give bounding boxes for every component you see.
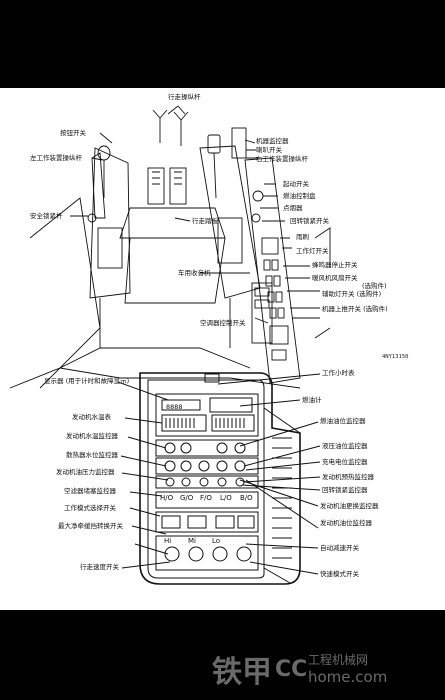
cab-diagram: [9, 105, 331, 389]
label-safety-lock: 安全锁紧杆: [30, 212, 63, 220]
figure-code: 4NY13150: [382, 354, 409, 360]
label-heater-fan-opt: (选购件): [362, 282, 387, 290]
mode-button-3: F/O: [200, 494, 212, 502]
label-left-lever: 左工作装置操纵杆: [30, 154, 82, 162]
label-ac-panel: 空调器控制开关: [200, 319, 246, 327]
speed-button-mi: Mi: [188, 537, 196, 545]
label-preheat-monitor: 发动机预热监控器: [322, 473, 374, 481]
label-auto-decel: 自动减速开关: [320, 544, 359, 552]
bottom-watermark-graphic: 铁甲 CC 工程机械网 home.com: [212, 652, 387, 690]
label-oil-change-monitor: 发动机油更换监控器: [320, 502, 379, 510]
monitor-panel-diagram: 8888: [117, 372, 321, 585]
label-cigar-lighter: 点烟器: [283, 204, 303, 212]
mode-button-4: L/O: [220, 494, 232, 502]
label-heater-fan: 暖风机风扇开关: [312, 274, 358, 282]
label-work-light: 工作灯开关: [296, 247, 329, 255]
label-start-switch: 起动开关: [283, 180, 309, 188]
label-hour-meter: 工作小时表: [322, 369, 355, 377]
label-radio: 车用收音机: [178, 269, 211, 277]
label-right-lever: 右工作装置操纵杆: [256, 155, 308, 163]
label-swing-lock: 回转锁紧开关: [290, 217, 329, 225]
label-fuel-level-monitor: 燃油油位监控器: [320, 417, 366, 425]
label-horn-button: 按钮开关: [60, 129, 86, 137]
label-charge-monitor: 充电电位监控器: [322, 458, 368, 466]
label-radiator-monitor: 散热器水位监控器: [66, 451, 118, 459]
label-travel-lever: 行走操纵杆: [168, 93, 201, 101]
document-page: 行走操纵杆 按钮开关 左工作装置操纵杆 安全锁紧杆 机器监控器 喇叭开关 右工作…: [0, 88, 445, 610]
label-wiper: 雨刷: [296, 233, 309, 241]
bottom-watermark-site-en: home.com: [308, 668, 387, 686]
label-oil-level-monitor: 发动机油位监控器: [320, 519, 372, 527]
label-aux-light: 辅助灯开关 (选购件): [322, 290, 382, 298]
mode-button-5: B/O: [240, 494, 253, 502]
display-digits: 8888: [166, 403, 183, 411]
bottom-watermark-brand: 铁甲: [212, 655, 272, 690]
label-mode-switch: 工作模式选择开关: [64, 504, 116, 512]
speed-button-hi: Hi: [164, 537, 172, 545]
label-fuel-dial: 燃油控制盘: [283, 192, 316, 200]
speed-button-lo: Lo: [212, 537, 221, 545]
label-travel-speed: 行走速度开关: [80, 563, 119, 571]
label-display: 显示器 (用于计时和故障显示): [44, 377, 130, 385]
label-hydraulic-monitor: 液压油位监控器: [322, 442, 368, 450]
label-swing-lock-monitor: 回转锁紧监控器: [322, 486, 368, 494]
label-machine-monitor: 机器监控器: [256, 137, 289, 145]
mode-button-2: G/O: [180, 494, 194, 502]
bottom-watermark-site-cn: 工程机械网: [308, 652, 368, 667]
label-air-filter-monitor: 空滤器堵塞监控器: [64, 487, 116, 495]
label-max-torque: 最大净牵缓挡转换开关: [58, 522, 123, 530]
label-buzzer-stop: 蜂鸣器停止开关: [312, 261, 358, 269]
label-horn-switch: 喇叭开关: [256, 146, 282, 154]
label-coolant-monitor: 发动机水温监控器: [66, 432, 118, 440]
label-oil-pressure-monitor: 发动机油压力监控器: [56, 468, 115, 476]
label-top-lamp: 机器上推开关 (选购件): [322, 305, 388, 313]
label-coolant-gauge: 发动机水温表: [72, 413, 111, 421]
mode-button-1: H/O: [160, 494, 174, 502]
svg-text:CC: CC: [275, 657, 307, 682]
label-travel-pedal: 行走踏板: [192, 217, 218, 225]
label-fast-mode: 快速模式开关: [320, 570, 359, 578]
label-fuel-gauge: 燃油计: [302, 396, 322, 404]
